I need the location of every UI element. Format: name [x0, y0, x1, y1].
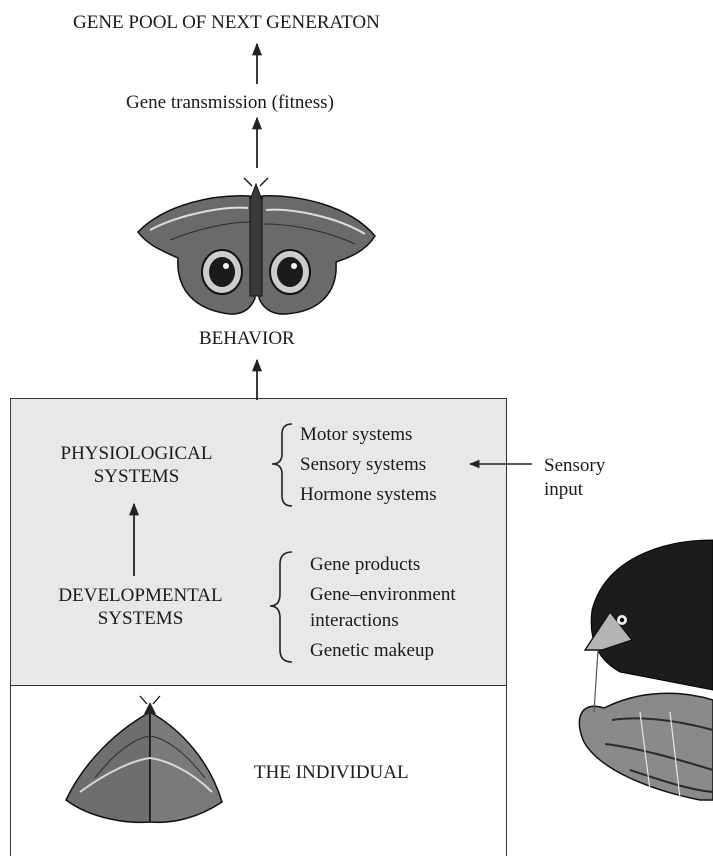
developmental-line1: DEVELOPMENTAL — [38, 585, 243, 608]
behavior-label: BEHAVIOR — [199, 328, 295, 351]
item-gene-environment: Gene–environment — [310, 584, 456, 607]
fitness-label: Gene transmission (fitness) — [126, 92, 334, 115]
developmental-line2: SYSTEMS — [38, 608, 243, 631]
sensory-input-line1: Sensory — [544, 454, 605, 478]
moth-resting-illustration — [66, 696, 222, 822]
item-motor-systems: Motor systems — [300, 424, 412, 447]
physiological-line2: SYSTEMS — [44, 466, 229, 489]
item-gene-products: Gene products — [310, 554, 420, 577]
item-hormone-systems: Hormone systems — [300, 484, 437, 507]
bird-catching-moth-illustration — [579, 540, 713, 800]
brace-physiological — [272, 424, 292, 506]
gene-pool-label: GENE POOL OF NEXT GENERATON — [73, 12, 380, 35]
physiological-line1: PHYSIOLOGICAL — [44, 443, 229, 466]
physiological-systems-label: PHYSIOLOGICAL SYSTEMS — [44, 443, 229, 489]
item-sensory-systems: Sensory systems — [300, 454, 426, 477]
moth-spread-illustration — [138, 178, 375, 314]
item-genetic-makeup: Genetic makeup — [310, 640, 434, 663]
individual-label: THE INDIVIDUAL — [254, 762, 409, 785]
brace-developmental — [270, 552, 292, 662]
developmental-systems-label: DEVELOPMENTAL SYSTEMS — [38, 585, 243, 631]
sensory-input-label: Sensory input — [544, 454, 605, 502]
sensory-input-line2: input — [544, 478, 605, 502]
item-interactions: interactions — [310, 610, 399, 633]
